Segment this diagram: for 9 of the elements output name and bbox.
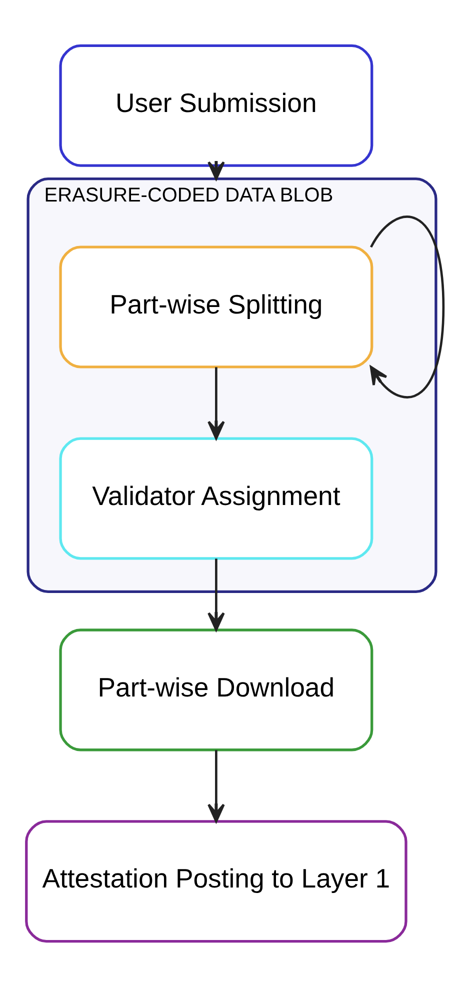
arrow — [208, 750, 225, 822]
arrow — [208, 367, 225, 440]
node-box: Part-wise Download — [59, 628, 374, 752]
arrow — [208, 161, 225, 180]
arrow — [208, 558, 225, 631]
node-box: Validator Assignment — [59, 437, 374, 560]
arrow — [370, 216, 445, 398]
node-box: Part-wise Splitting — [59, 246, 374, 368]
node-box: Attestation Posting to Layer 1 — [25, 820, 408, 943]
